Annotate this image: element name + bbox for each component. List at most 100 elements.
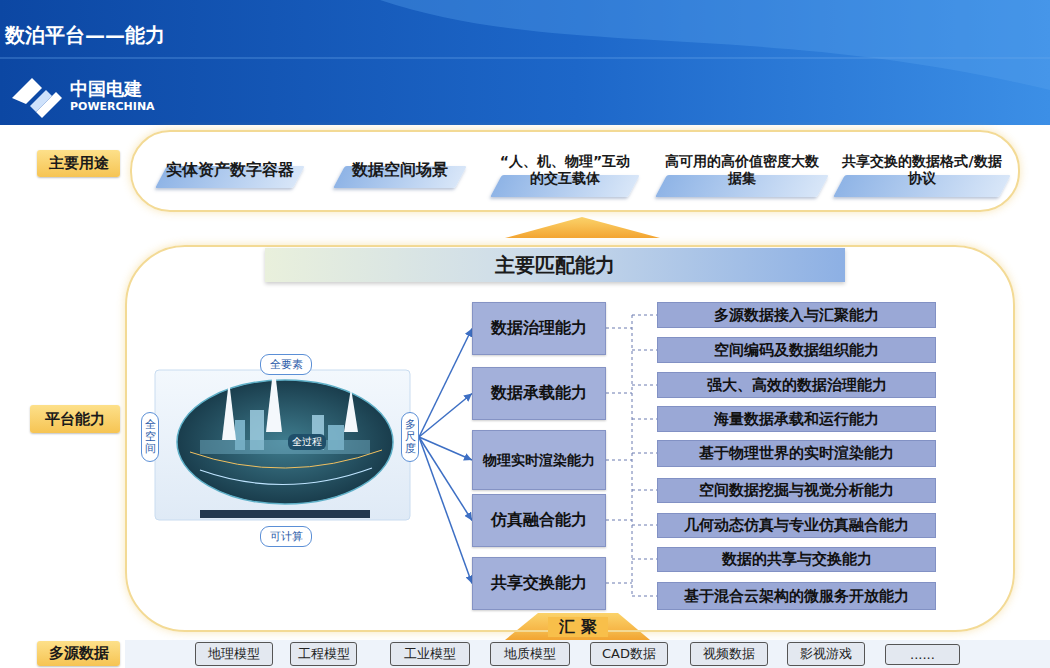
base-platform — [200, 510, 370, 518]
detail-box: 强大、高效的数据治理能力 — [657, 372, 936, 398]
gather-label: 汇 聚 — [548, 617, 608, 637]
source-chip: 工业模型 — [390, 642, 470, 666]
node-label: 数据空间场景 — [350, 160, 450, 180]
source-chip: ...... — [885, 644, 960, 665]
capability-box: 数据治理能力 — [472, 302, 606, 355]
node-label: 基于混合云架构的微服务开放能力 — [684, 587, 909, 606]
source-chip: 地理模型 — [195, 642, 273, 666]
section-tag: 平台能力 — [30, 405, 120, 433]
detail-box: 基于物理世界的实时渲染能力 — [657, 440, 936, 467]
connector-arrow — [419, 437, 472, 521]
detail-box: 基于混合云架构的微服务开放能力 — [657, 582, 936, 610]
bracket-lines — [606, 315, 657, 596]
detail-box: 多源数据接入与汇聚能力 — [657, 302, 936, 328]
node-label: 全空间 — [145, 419, 156, 455]
logo-subtext: POWERCHINA — [70, 100, 155, 113]
bracket-line — [606, 328, 632, 583]
node-label: 工程模型 — [298, 645, 350, 663]
node-label: 多尺度 — [405, 419, 416, 455]
node-label: CAD数据 — [602, 645, 656, 663]
source-chip: 视频数据 — [690, 642, 768, 666]
node-label: 物理实时渲染能力 — [477, 451, 601, 469]
node-label: “人、机、物理”互动的交互载体 — [492, 153, 638, 188]
node-label: 数据承载能力 — [485, 383, 593, 404]
header-wave — [0, 58, 1050, 59]
detail-box: 海量数据承载和运行能力 — [657, 406, 936, 432]
usage-card: 实体资产数字容器 — [157, 152, 303, 188]
node-label: 多源数据接入与汇聚能力 — [714, 306, 879, 325]
node-label: 实体资产数字容器 — [164, 160, 296, 180]
up-arrow — [505, 217, 660, 238]
connector-arrow — [419, 437, 472, 584]
node-label: 全要素 — [270, 357, 303, 372]
node-label: 几何动态仿真与专业仿真融合能力 — [684, 516, 909, 535]
node-label: 高可用的高价值密度大数据集 — [657, 153, 827, 188]
section-tag: 多源数据 — [37, 641, 120, 666]
header-decor — [0, 0, 1050, 125]
usage-panel: 主要用途实体资产数字容器数据空间场景“人、机、物理”互动的交互载体高可用的高价值… — [130, 130, 1020, 212]
usage-card: “人、机、物理”互动的交互载体 — [492, 143, 638, 197]
aspect-pill: 全空间 — [141, 412, 159, 462]
center-badge: 全过程 — [288, 434, 326, 450]
usage-card: 数据空间场景 — [335, 152, 465, 188]
tower — [344, 388, 358, 432]
section-banner: 主要匹配能力 — [265, 248, 845, 282]
detail-box: 空间编码及数据组织能力 — [657, 337, 936, 363]
capability-box: 仿真融合能力 — [472, 494, 606, 547]
connector-arrow — [419, 394, 472, 438]
node-label: 共享交换的数据格式/数据协议 — [835, 153, 1009, 188]
detail-box: 数据的共享与交换能力 — [657, 547, 936, 572]
page-title: 数泊平台——能力 — [5, 22, 165, 49]
logo-text: 中国电建 — [70, 77, 142, 101]
usage-card: 共享交换的数据格式/数据协议 — [835, 143, 1009, 197]
node-label: 共享交换能力 — [485, 573, 593, 594]
capability-box: 物理实时渲染能力 — [472, 430, 606, 490]
capability-panel: 平台能力主要匹配能力全要素全空间多尺度可计算数据治理能力数据承载能力物理实时渲染… — [125, 245, 1015, 632]
node-label: 视频数据 — [703, 645, 755, 663]
bracket-line — [632, 315, 657, 596]
node-label: 数据的共享与交换能力 — [722, 550, 872, 569]
logo-shape — [30, 90, 52, 112]
node-label: 仿真融合能力 — [485, 510, 593, 531]
aspect-pill: 可计算 — [260, 526, 312, 547]
node-label: 可计算 — [270, 529, 303, 544]
connector-arrow — [419, 329, 472, 438]
city-illustration — [155, 362, 410, 520]
detail-box: 空间数据挖掘与视觉分析能力 — [657, 478, 936, 503]
node-label: 地理模型 — [208, 645, 260, 663]
node-label: 海量数据承载和运行能力 — [714, 410, 879, 429]
header-wave — [380, 0, 1050, 90]
capability-box: 共享交换能力 — [472, 557, 606, 610]
source-band: 多源数据地理模型工程模型工业模型地质模型CAD数据视频数据影视游戏...... — [125, 640, 1050, 668]
aspect-pill: 全要素 — [260, 354, 312, 375]
node-label: 强大、高效的数据治理能力 — [707, 376, 887, 395]
node-label: 空间数据挖掘与视觉分析能力 — [699, 481, 894, 500]
city-disc — [177, 380, 393, 504]
data-arc — [200, 468, 372, 485]
source-chip: 影视游戏 — [787, 642, 865, 666]
illustration-frame — [155, 370, 410, 520]
capability-box: 数据承载能力 — [472, 367, 606, 420]
section-tag: 主要用途 — [37, 150, 120, 177]
node-label: 影视游戏 — [800, 645, 852, 663]
usage-card: 高可用的高价值密度大数据集 — [657, 143, 827, 197]
node-label: 工业模型 — [404, 645, 456, 663]
source-chip: 地质模型 — [490, 642, 570, 666]
detail-box: 几何动态仿真与专业仿真融合能力 — [657, 513, 936, 538]
aspect-pill: 多尺度 — [401, 412, 419, 462]
source-chip: 工程模型 — [290, 642, 357, 666]
node-label: 空间编码及数据组织能力 — [714, 341, 879, 360]
node-label: ...... — [910, 647, 935, 662]
building — [200, 440, 370, 454]
data-arc — [190, 450, 382, 468]
logo-mark — [12, 78, 62, 118]
node-label: 基于物理世界的实时渲染能力 — [699, 444, 894, 463]
node-label: 数据治理能力 — [485, 318, 593, 339]
tower — [222, 380, 236, 440]
node-label: 地质模型 — [504, 645, 556, 663]
node-label: 主要匹配能力 — [495, 252, 615, 279]
source-chip: CAD数据 — [590, 642, 668, 666]
gather-arrow — [505, 613, 650, 640]
bracket-line — [632, 315, 633, 596]
